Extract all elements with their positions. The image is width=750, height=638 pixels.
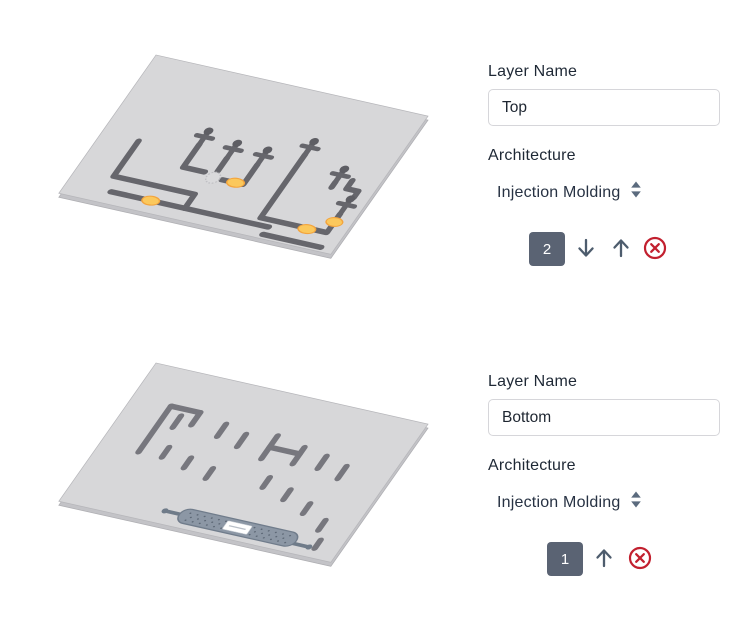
- arrow-up-icon: [609, 236, 633, 263]
- move-layer-down-button[interactable]: [573, 236, 599, 262]
- mixer-component: [161, 508, 313, 550]
- layer-name-input[interactable]: [488, 89, 720, 126]
- architecture-value: Injection Molding: [497, 493, 621, 511]
- top-layer-render: [58, 54, 429, 259]
- circle-x-icon: [628, 546, 652, 573]
- delete-layer-button[interactable]: [642, 236, 668, 262]
- layer-name-label: Layer Name: [488, 373, 578, 390]
- move-layer-up-button[interactable]: [591, 546, 617, 572]
- architecture-select[interactable]: Injection Molding: [497, 491, 642, 513]
- architecture-label: Architecture: [488, 147, 576, 164]
- arrow-up-icon: [592, 546, 616, 573]
- architecture-label: Architecture: [488, 457, 576, 474]
- layer-name-label: Layer Name: [488, 63, 578, 80]
- architecture-select[interactable]: Injection Molding: [497, 181, 642, 203]
- move-layer-up-button[interactable]: [608, 236, 634, 262]
- sort-arrows-icon: [630, 491, 642, 513]
- circle-x-icon: [643, 236, 667, 263]
- architecture-value: Injection Molding: [497, 183, 621, 201]
- layer-name-input[interactable]: [488, 399, 720, 436]
- layer-order-badge: 2: [529, 232, 565, 266]
- layer-3d-preview-top: [18, 8, 463, 308]
- layer-controls: 2: [0, 231, 750, 271]
- sort-arrows-icon: [630, 181, 642, 203]
- arrow-down-icon: [574, 236, 598, 263]
- layer-order-badge: 1: [547, 542, 583, 576]
- layer-controls: 1: [0, 541, 750, 581]
- layer-section-bottom: Layer Name Architecture Injection Moldin…: [0, 310, 750, 638]
- layer-section-top: Layer Name Architecture Injection Moldin…: [0, 0, 750, 310]
- bottom-layer-render: [58, 362, 429, 567]
- layer-3d-preview-bottom: [18, 318, 463, 618]
- delete-layer-button[interactable]: [627, 546, 653, 572]
